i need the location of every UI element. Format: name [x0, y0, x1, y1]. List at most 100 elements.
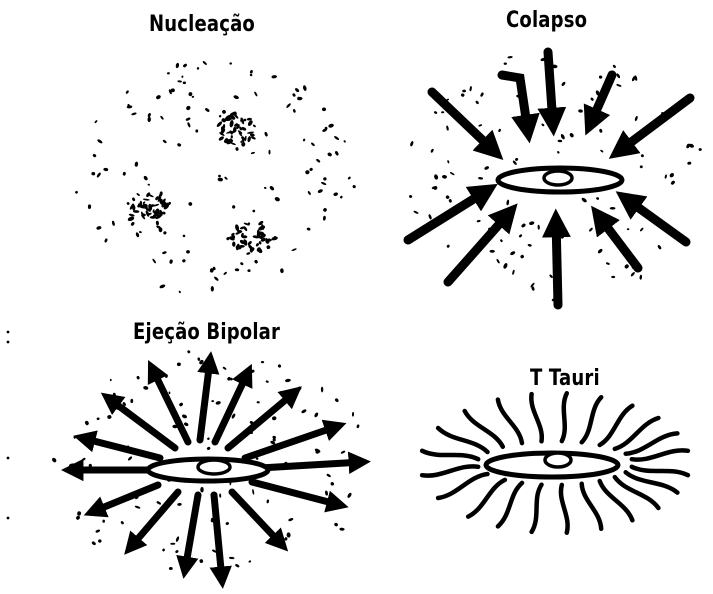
bipolar-ejection-diagram [51, 350, 362, 580]
dust-speck [96, 172, 102, 178]
dust-speck [94, 120, 98, 124]
dust-speck [235, 563, 240, 568]
dust-speck [120, 520, 124, 524]
dust-speck [103, 168, 108, 172]
dust-speck [616, 73, 621, 79]
dust-speck [229, 120, 234, 128]
dust-speck [135, 232, 140, 238]
dust-speck [213, 276, 219, 282]
dust-speck [147, 183, 150, 185]
dust-speck [165, 374, 168, 378]
outflow-arrow [260, 462, 362, 468]
dust-speck [274, 196, 281, 202]
dust-speck [77, 511, 82, 516]
dust-speck [111, 220, 115, 226]
dust-speck [126, 202, 130, 206]
collapse-diagram [408, 52, 702, 305]
dust-speck [254, 259, 259, 264]
dust-speck [460, 93, 465, 98]
dust-speck [185, 117, 191, 121]
dust-speck [578, 109, 583, 113]
dust-speck [235, 147, 239, 151]
infall-arrow [448, 212, 510, 282]
dust-speck [217, 177, 223, 182]
wavy-ray [468, 480, 505, 517]
dust-speck [630, 271, 635, 277]
dust-speck [147, 113, 151, 118]
dust-speck [175, 536, 180, 542]
dust-speck [81, 457, 86, 461]
dust-speck [252, 124, 256, 128]
dust-speck [199, 559, 204, 564]
dust-speck [258, 241, 261, 245]
dust-speck [410, 141, 415, 147]
dust-speck [599, 75, 603, 79]
dust-speck [143, 175, 149, 181]
dust-speck [477, 220, 481, 223]
infall-arrow [598, 215, 638, 268]
dust-speck [182, 258, 187, 263]
dust-speck [330, 482, 334, 487]
wavy-ray [582, 484, 602, 529]
dust-speck [222, 366, 227, 370]
dust-speck [314, 412, 319, 418]
dust-speck [88, 204, 91, 209]
dust-speck [248, 560, 251, 563]
dust-speck [143, 386, 149, 391]
dust-speck [73, 436, 76, 439]
wavy-ray [531, 394, 541, 441]
wavy-ray [561, 485, 568, 533]
outflow-arrow [200, 360, 210, 440]
dust-speck [446, 125, 449, 131]
dust-speck [181, 414, 187, 419]
dust-speck [197, 67, 200, 70]
dust-speck [125, 90, 129, 94]
dust-speck [143, 198, 150, 201]
wavy-ray [498, 483, 522, 527]
dust-speck [187, 122, 191, 128]
dust-speck [221, 109, 226, 114]
dust-speck [202, 60, 207, 65]
wavy-ray [438, 474, 487, 498]
dust-speck [447, 160, 450, 164]
dust-speck [51, 457, 57, 463]
dust-speck [232, 205, 236, 209]
dust-speck [96, 417, 100, 420]
outflow-arrow [130, 492, 178, 548]
dust-speck [634, 116, 638, 122]
dust-speck [254, 91, 258, 97]
dust-speck [484, 165, 490, 170]
dust-speck [128, 213, 134, 217]
dust-speck [306, 227, 310, 231]
dust-speck [688, 143, 695, 149]
dust-speck [489, 250, 495, 253]
dust-speck [347, 492, 353, 499]
dust-speck [627, 228, 630, 230]
dust-speck [442, 175, 448, 179]
dust-speck [687, 161, 691, 165]
dust-speck [445, 195, 450, 200]
dust-speck [241, 126, 247, 131]
dust-speck [110, 379, 112, 382]
dust-speck [181, 75, 184, 78]
dust-speck [409, 195, 413, 198]
dust-speck [428, 214, 433, 220]
dust-speck [307, 191, 311, 196]
dust-speck [113, 392, 117, 397]
dust-speck [252, 489, 255, 495]
dust-speck [512, 270, 515, 276]
dust-speck [286, 103, 292, 109]
dust-speck [75, 515, 80, 521]
dust-speck [269, 150, 271, 155]
dust-speck [352, 412, 354, 417]
dust-speck [269, 185, 275, 191]
dust-speck [152, 258, 157, 264]
dust-speck [136, 376, 140, 380]
dust-speck [219, 115, 222, 118]
dust-speck [588, 227, 593, 232]
infall-arrow [548, 52, 553, 125]
dust-speck [498, 128, 502, 132]
dust-speck [321, 387, 324, 393]
dust-speck [247, 119, 254, 126]
